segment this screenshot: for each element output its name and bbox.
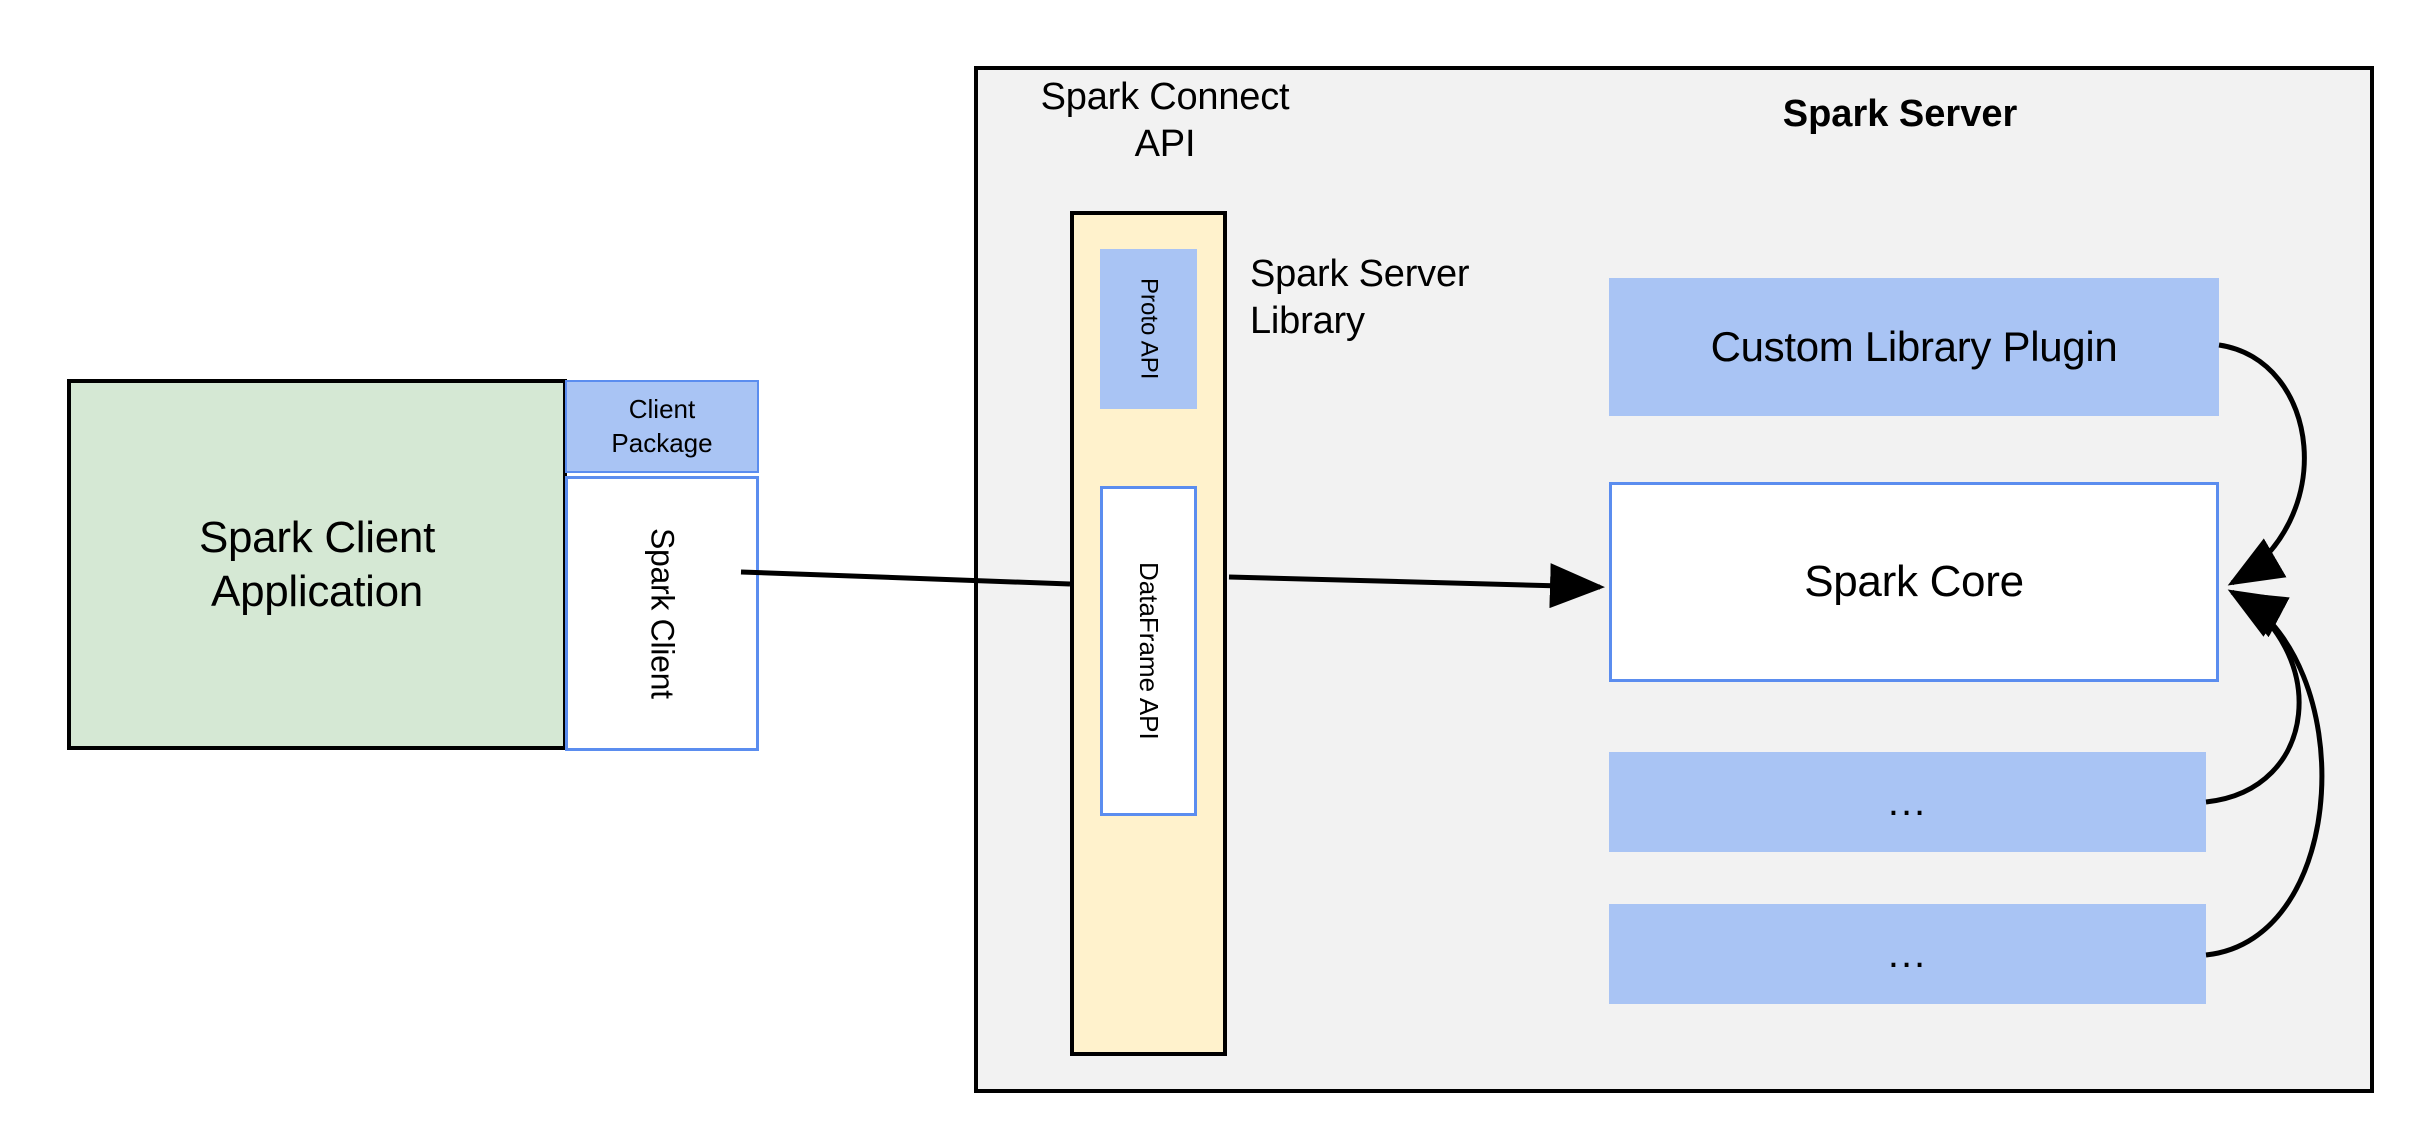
custom-library-plugin-label: Custom Library Plugin bbox=[1710, 323, 2118, 370]
spark-connect-api-label: Spark Connect API bbox=[1020, 66, 1310, 176]
custom-library-plugin-box[interactable]: Custom Library Plugin bbox=[1609, 278, 2219, 416]
dataframe-api-label: DataFrame API bbox=[1134, 562, 1164, 740]
spark-server-title: Spark Server bbox=[1700, 86, 2100, 142]
spark-core-label: Spark Core bbox=[1804, 557, 2024, 606]
server-component-placeholder-2[interactable]: ... bbox=[1609, 904, 2206, 1004]
spark-client-box[interactable]: Spark Client bbox=[565, 476, 759, 751]
spark-client-application-label: Spark Client Application bbox=[198, 512, 436, 616]
spark-server-library-text: Spark Server Library bbox=[1250, 252, 1470, 343]
spark-client-label: Spark Client bbox=[644, 528, 681, 699]
client-package-box[interactable]: Client Package bbox=[565, 380, 759, 473]
spark-core-box[interactable]: Spark Core bbox=[1609, 482, 2219, 682]
spark-client-application-box[interactable]: Spark Client Application bbox=[67, 379, 567, 750]
ellipsis-label-2: ... bbox=[1887, 932, 1928, 976]
ellipsis-label-1: ... bbox=[1887, 780, 1928, 824]
proto-api-box[interactable]: Proto API bbox=[1100, 249, 1197, 409]
spark-server-library-label: Spark Server Library bbox=[1250, 243, 1580, 353]
client-package-label: Client Package bbox=[611, 394, 713, 458]
proto-api-label: Proto API bbox=[1135, 278, 1163, 380]
server-component-placeholder-1[interactable]: ... bbox=[1609, 752, 2206, 852]
dataframe-api-box[interactable]: DataFrame API bbox=[1100, 486, 1197, 816]
spark-server-title-text: Spark Server bbox=[1782, 92, 2018, 135]
spark-connect-api-text: Spark Connect API bbox=[1040, 75, 1290, 166]
